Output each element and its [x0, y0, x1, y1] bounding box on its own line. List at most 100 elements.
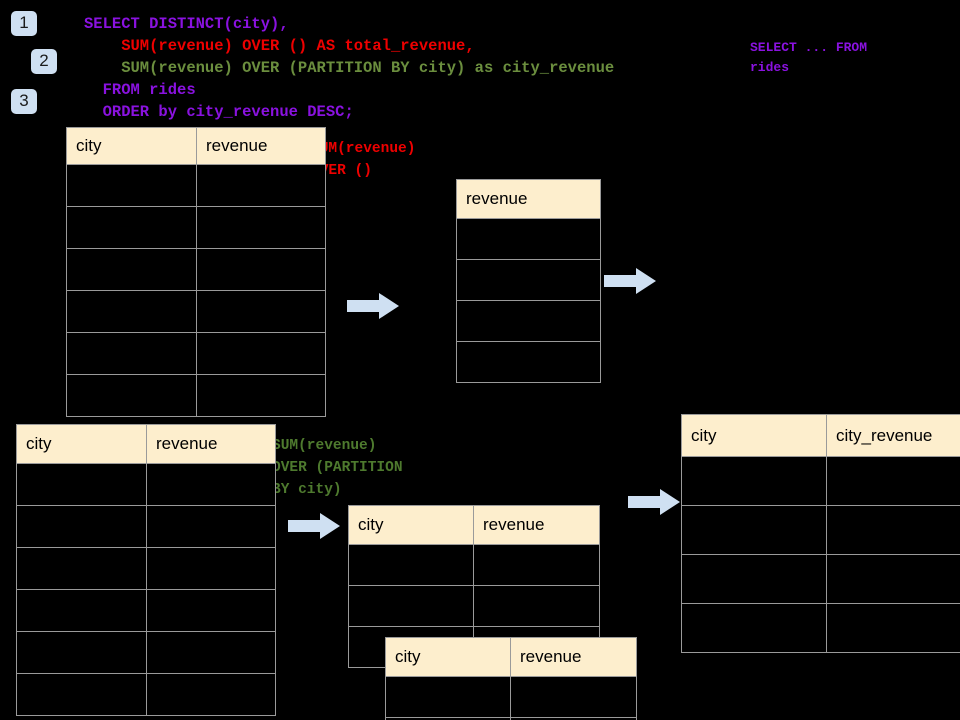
table-cell-city — [66, 332, 197, 375]
sum-over-empty-annotation-line-2: OVER () — [311, 163, 372, 179]
sum-over-partition-annotation-line-2: OVER (PARTITION — [272, 460, 403, 476]
table-row — [66, 248, 326, 291]
table-cell-revenue — [146, 505, 276, 548]
table-row — [456, 259, 601, 301]
table-cell-city — [348, 585, 474, 627]
column-header-revenue: revenue — [473, 505, 600, 545]
column-header-revenue: revenue — [196, 127, 326, 165]
right-arrow-icon — [604, 268, 656, 294]
step-badge-2: 2 — [31, 49, 57, 74]
sql-line-2: SUM(revenue) OVER () AS total_revenue, — [84, 37, 475, 55]
table-row — [16, 589, 276, 632]
table-cell-revenue — [456, 341, 601, 383]
column-header-city: city — [385, 637, 511, 677]
table-cell-revenue — [456, 300, 601, 342]
sql-aside-line-2: rides — [750, 60, 790, 75]
table-cell-revenue — [146, 631, 276, 674]
right-arrow-icon — [628, 489, 680, 515]
table-row — [66, 374, 326, 417]
column-header-city: city — [348, 505, 474, 545]
table-cell-city_revenue — [826, 554, 960, 604]
sum-over-empty-annotation: SUM(revenue) OVER () — [311, 138, 415, 182]
table-row — [66, 290, 326, 333]
table-cell-city — [16, 673, 147, 716]
table-row — [66, 206, 326, 249]
table-cell-revenue — [196, 332, 326, 375]
sql-aside-label: SELECT ... FROM rides — [750, 38, 867, 78]
arrow-source-to-total — [347, 291, 399, 321]
table-cell-revenue — [456, 218, 601, 260]
table-row — [348, 585, 600, 627]
table-cell-city_revenue — [826, 505, 960, 555]
column-header-city: city — [681, 414, 827, 457]
sql-line-4: FROM rides — [84, 81, 196, 99]
table-row — [456, 218, 601, 260]
total-revenue-table: revenue — [456, 179, 601, 383]
table-cell-city — [16, 631, 147, 674]
table-cell-revenue — [196, 248, 326, 291]
column-header-city: city — [66, 127, 197, 165]
table-row — [681, 505, 960, 555]
sum-over-partition-annotation-line-3: BY city) — [272, 482, 342, 498]
table-cell-revenue — [196, 290, 326, 333]
table-row — [681, 456, 960, 506]
table-cell-city — [681, 554, 827, 604]
table-cell-revenue — [146, 673, 276, 716]
table-row — [348, 544, 600, 586]
sum-over-empty-annotation-line-1: SUM(revenue) — [311, 141, 416, 157]
table-row — [681, 603, 960, 653]
table-row — [16, 673, 276, 716]
table-cell-city — [66, 206, 197, 249]
table-row — [66, 164, 326, 207]
table-cell-city — [66, 374, 197, 417]
table-header-row: revenue — [456, 179, 601, 219]
step-badge-1: 1 — [11, 11, 37, 36]
table-cell-city — [16, 505, 147, 548]
table-row — [456, 341, 601, 383]
sql-line-5: ORDER by city_revenue DESC; — [84, 103, 354, 121]
table-cell-revenue — [146, 463, 276, 506]
right-arrow-icon — [288, 513, 340, 539]
table-cell-revenue — [456, 259, 601, 301]
sql-query-block: SELECT DISTINCT(city), SUM(revenue) OVER… — [84, 13, 614, 123]
table-row — [16, 631, 276, 674]
right-arrow-icon — [347, 293, 399, 319]
arrow-source2-to-partition — [288, 511, 340, 541]
sum-over-partition-annotation: SUM(revenue) OVER (PARTITION BY city) — [272, 435, 403, 501]
table-cell-city — [348, 544, 474, 586]
table-row — [385, 676, 637, 718]
table-cell-city — [66, 164, 197, 207]
sql-aside-line-1: SELECT ... FROM — [750, 40, 868, 55]
table-cell-revenue — [196, 206, 326, 249]
table-cell-revenue — [196, 164, 326, 207]
column-header-revenue: revenue — [146, 424, 276, 464]
column-header-revenue: revenue — [456, 179, 601, 219]
table-cell-revenue — [510, 676, 637, 718]
table-row — [66, 332, 326, 375]
column-header-city: city — [16, 424, 147, 464]
table-cell-revenue — [146, 547, 276, 590]
arrow-total-to-result — [604, 266, 656, 296]
table-cell-revenue — [473, 585, 600, 627]
table-cell-city_revenue — [826, 603, 960, 653]
table-row — [16, 547, 276, 590]
table-row — [16, 505, 276, 548]
table-cell-city — [681, 603, 827, 653]
table-cell-revenue — [146, 589, 276, 632]
table-cell-city — [681, 505, 827, 555]
sum-over-partition-annotation-line-1: SUM(revenue) — [272, 438, 377, 454]
sql-line-3: SUM(revenue) OVER (PARTITION BY city) as… — [84, 59, 615, 77]
table-row — [385, 717, 637, 720]
column-header-city_revenue: city_revenue — [826, 414, 960, 457]
table-cell-revenue — [510, 717, 637, 720]
table-cell-revenue — [196, 374, 326, 417]
step-badge-3: 3 — [11, 89, 37, 114]
